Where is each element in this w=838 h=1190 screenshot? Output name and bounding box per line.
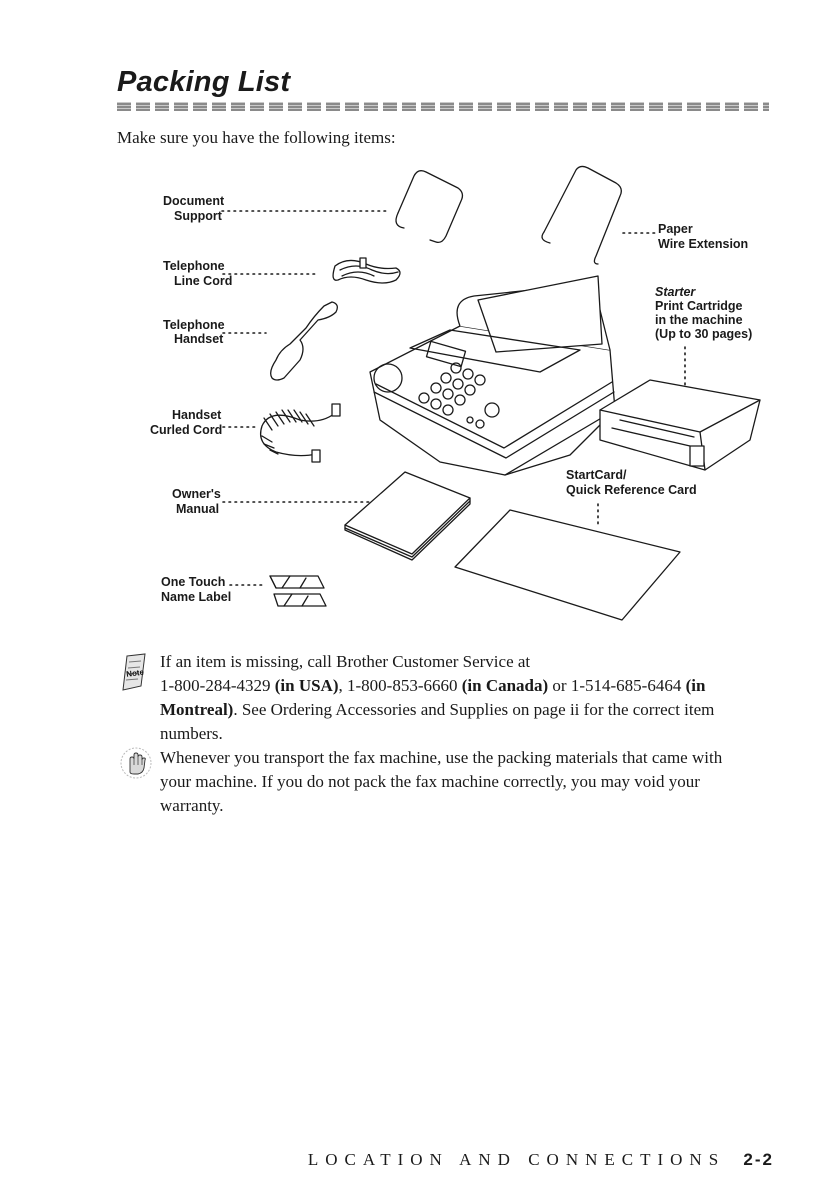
label-up-to-30: (Up to 30 pages): [655, 327, 752, 341]
title-rule: [117, 102, 769, 111]
label-curled-cord-2: Curled Cord: [150, 423, 222, 437]
label-startcard-2: Quick Reference Card: [566, 483, 697, 497]
line-cord-icon: [332, 257, 401, 284]
svg-text:Note: Note: [126, 667, 145, 678]
print-cartridge-icon: [599, 379, 761, 471]
footer-section-title: LOCATION AND CONNECTIONS: [307, 1150, 726, 1169]
label-onetouch-2: Name Label: [161, 590, 231, 604]
handset-icon: [270, 301, 338, 381]
page-number: 2-2: [743, 1150, 774, 1169]
label-handset-2: Handset: [174, 332, 224, 346]
label-line-cord-2: Line Cord: [174, 274, 232, 288]
label-line-cord-1: Telephone: [163, 259, 225, 273]
label-document-support-2: Support: [174, 209, 223, 223]
label-onetouch-1: One Touch: [161, 575, 225, 589]
page-footer: LOCATION AND CONNECTIONS 2-2: [308, 1150, 774, 1170]
label-paper-wire-2: Wire Extension: [658, 237, 748, 251]
label-document-support-1: Document: [163, 194, 225, 208]
label-starter: Starter: [655, 285, 696, 299]
wire-extension-icon: [543, 165, 622, 265]
packing-list-illustration: Document Support Paper Wire Extension Te…: [150, 165, 761, 621]
startcard-icon: [454, 509, 681, 621]
page-title: Packing List: [117, 66, 291, 98]
note-block: Note If an item is missing, call Brother…: [122, 650, 775, 746]
document-support-icon: [397, 170, 464, 244]
note-text: If an item is missing, call Brother Cust…: [160, 652, 715, 743]
fax-machine-icon: [369, 275, 616, 476]
label-in-machine: in the machine: [655, 313, 743, 327]
note-icon: Note: [122, 653, 146, 691]
label-manual-2: Manual: [176, 502, 219, 516]
label-startcard-1: StartCard/: [566, 468, 627, 482]
caution-block: Whenever you transport the fax machine, …: [120, 746, 775, 818]
owners-manual-icon: [344, 471, 471, 561]
intro-text: Make sure you have the following items:: [117, 128, 396, 147]
caution-hand-icon: [120, 747, 152, 779]
label-manual-1: Owner's: [172, 487, 221, 501]
name-label-icon: [269, 575, 327, 607]
caution-text: Whenever you transport the fax machine, …: [160, 748, 723, 815]
label-print-cartridge: Print Cartridge: [655, 299, 743, 313]
label-handset-1: Telephone: [163, 318, 225, 332]
label-paper-wire-1: Paper: [658, 222, 693, 236]
label-curled-cord-1: Handset: [172, 408, 222, 422]
curled-cord-icon: [259, 403, 341, 463]
